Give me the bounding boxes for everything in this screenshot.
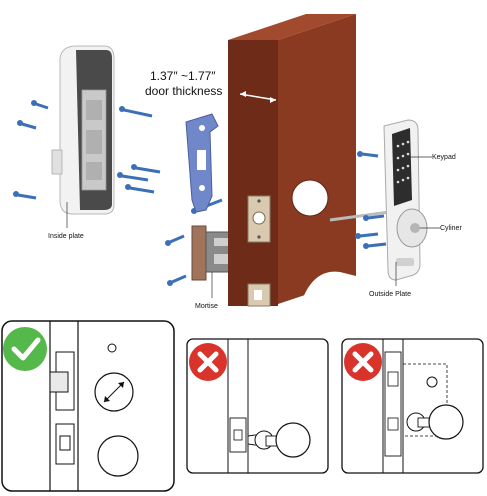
screw-icon [17, 120, 37, 130]
thickness-range-label: 1.37″ ~1.77″ [150, 69, 216, 83]
screw-icon [119, 106, 153, 118]
check-icon [3, 327, 47, 371]
screws-right [355, 151, 387, 249]
screw-icon [13, 191, 37, 200]
keypad-label: Keypad [432, 154, 456, 161]
panel-correct-mortise-door [1, 320, 175, 492]
screw-icon [357, 151, 379, 158]
screw-icon [363, 214, 385, 221]
screw-icon [355, 232, 379, 239]
screw-icon [131, 164, 161, 174]
inside-plate-label: Inside plate [48, 233, 84, 240]
panel-wrong-knob-door [186, 338, 329, 474]
panel-wrong-mortise-lever-door [341, 338, 484, 474]
x-icon [344, 343, 382, 381]
screw-icon [117, 172, 149, 182]
inside-plate [51, 45, 115, 215]
thickness-dimension: 1.37″ ~1.77″ door thickness [145, 69, 277, 103]
screw-icon [125, 184, 155, 194]
cylinder-label: Cyliner [440, 225, 462, 232]
keypad-panel [392, 128, 412, 206]
screw-icon [363, 242, 387, 249]
screws-left [13, 100, 223, 286]
x-icon [189, 343, 227, 381]
screw-icon [31, 100, 49, 110]
outside-plate-label: Outside Plate [369, 291, 411, 298]
screw-icon [167, 274, 187, 286]
thickness-caption-label: door thickness [145, 84, 222, 98]
outside-plate [383, 119, 428, 281]
door-slab [228, 14, 356, 307]
mortise-label: Mortise [195, 303, 218, 310]
screw-icon [165, 234, 185, 246]
mounting-bracket [185, 113, 219, 213]
